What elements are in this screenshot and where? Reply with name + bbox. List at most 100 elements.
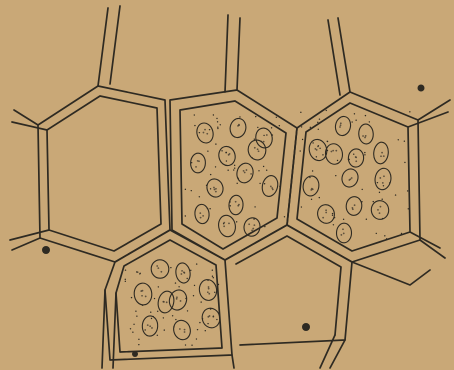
- granule-speck: [131, 297, 132, 298]
- body-grain: [340, 234, 342, 236]
- body-grain: [237, 205, 239, 207]
- granule-speck: [187, 310, 188, 311]
- body-grain: [355, 156, 357, 158]
- granule-speck: [327, 150, 328, 151]
- granule-speck: [125, 269, 126, 270]
- granule-speck: [210, 308, 211, 309]
- granule-speck: [234, 165, 235, 166]
- granule-speck: [164, 329, 165, 330]
- body-grain: [223, 225, 225, 227]
- granule-speck: [398, 139, 399, 140]
- granule-speck: [210, 174, 211, 175]
- granule-speck: [173, 326, 174, 327]
- body-grain: [202, 215, 204, 217]
- granule-speck: [334, 217, 335, 218]
- granule-speck: [355, 119, 356, 120]
- body-grain: [380, 155, 382, 157]
- granule-speck: [206, 185, 207, 186]
- stray-dot: [418, 85, 425, 92]
- granule-speck: [191, 345, 192, 346]
- granule-speck: [384, 235, 385, 236]
- granule-speck: [212, 270, 213, 271]
- granule-speck: [234, 167, 235, 168]
- body-grain: [197, 160, 199, 162]
- granule-speck: [199, 196, 200, 197]
- granule-speck: [193, 295, 194, 296]
- granule-speck: [153, 316, 154, 317]
- body-grain: [145, 296, 147, 298]
- granule-speck: [202, 318, 203, 319]
- granule-speck: [276, 117, 277, 118]
- granule-speck: [312, 170, 313, 171]
- granule-speck: [217, 127, 218, 128]
- body-grain: [160, 271, 162, 273]
- body-grain: [311, 188, 313, 190]
- granule-speck: [210, 188, 211, 189]
- granule-speck: [138, 339, 139, 340]
- granule-speck: [229, 201, 230, 202]
- granule-speck: [215, 143, 216, 144]
- granule-speck: [138, 344, 139, 345]
- granule-speck: [253, 218, 254, 219]
- granule-speck: [233, 169, 234, 170]
- granule-speck: [194, 114, 195, 115]
- granule-speck: [136, 271, 137, 272]
- body-grain: [166, 301, 168, 303]
- body-grain: [244, 172, 246, 174]
- body-grain: [257, 148, 259, 150]
- granule-speck: [389, 182, 390, 183]
- granule-speck: [361, 201, 362, 202]
- granule-speck: [279, 186, 280, 187]
- body-grain: [213, 187, 215, 189]
- body-grain: [184, 331, 186, 333]
- granule-speck: [135, 311, 136, 312]
- granule-speck: [263, 166, 264, 167]
- body-grain: [199, 212, 201, 214]
- granule-speck: [197, 329, 198, 330]
- granule-speck: [255, 116, 256, 117]
- granule-speck: [250, 173, 251, 174]
- granule-speck: [279, 125, 280, 126]
- body-grain: [253, 224, 255, 226]
- body-grain: [206, 133, 208, 135]
- granule-speck: [251, 230, 252, 231]
- granule-speck: [142, 305, 143, 306]
- body-grain: [355, 160, 357, 162]
- body-grain: [208, 286, 210, 288]
- stray-dot: [302, 323, 310, 331]
- granule-speck: [230, 205, 231, 206]
- body-grain: [325, 209, 327, 211]
- body-grain: [362, 135, 364, 137]
- body-grain: [147, 324, 149, 326]
- granule-speck: [215, 188, 216, 189]
- granule-speck: [236, 183, 237, 184]
- body-grain: [203, 132, 205, 134]
- granule-speck: [183, 271, 184, 272]
- granule-speck: [319, 118, 320, 119]
- body-grain: [179, 328, 181, 330]
- granule-speck: [362, 189, 363, 190]
- granule-speck: [343, 219, 344, 220]
- granule-speck: [311, 199, 312, 200]
- body-grain: [339, 126, 341, 128]
- granule-speck: [309, 177, 310, 178]
- granule-speck: [404, 141, 405, 142]
- granule-speck: [236, 221, 237, 222]
- granule-speck: [191, 190, 192, 191]
- granule-speck: [364, 152, 365, 153]
- body-grain: [314, 148, 316, 150]
- granule-speck: [327, 141, 328, 142]
- body-grain: [180, 273, 182, 275]
- granule-speck: [382, 218, 383, 219]
- body-grain: [340, 124, 342, 126]
- granule-speck: [158, 286, 159, 287]
- granule-speck: [310, 127, 311, 128]
- granule-speck: [301, 206, 302, 207]
- body-grain: [195, 166, 197, 168]
- granule-speck: [207, 150, 208, 151]
- granule-speck: [217, 121, 218, 122]
- granule-speck: [300, 112, 301, 113]
- granule-speck: [332, 215, 333, 216]
- granule-speck: [185, 344, 186, 345]
- granule-speck: [215, 166, 216, 167]
